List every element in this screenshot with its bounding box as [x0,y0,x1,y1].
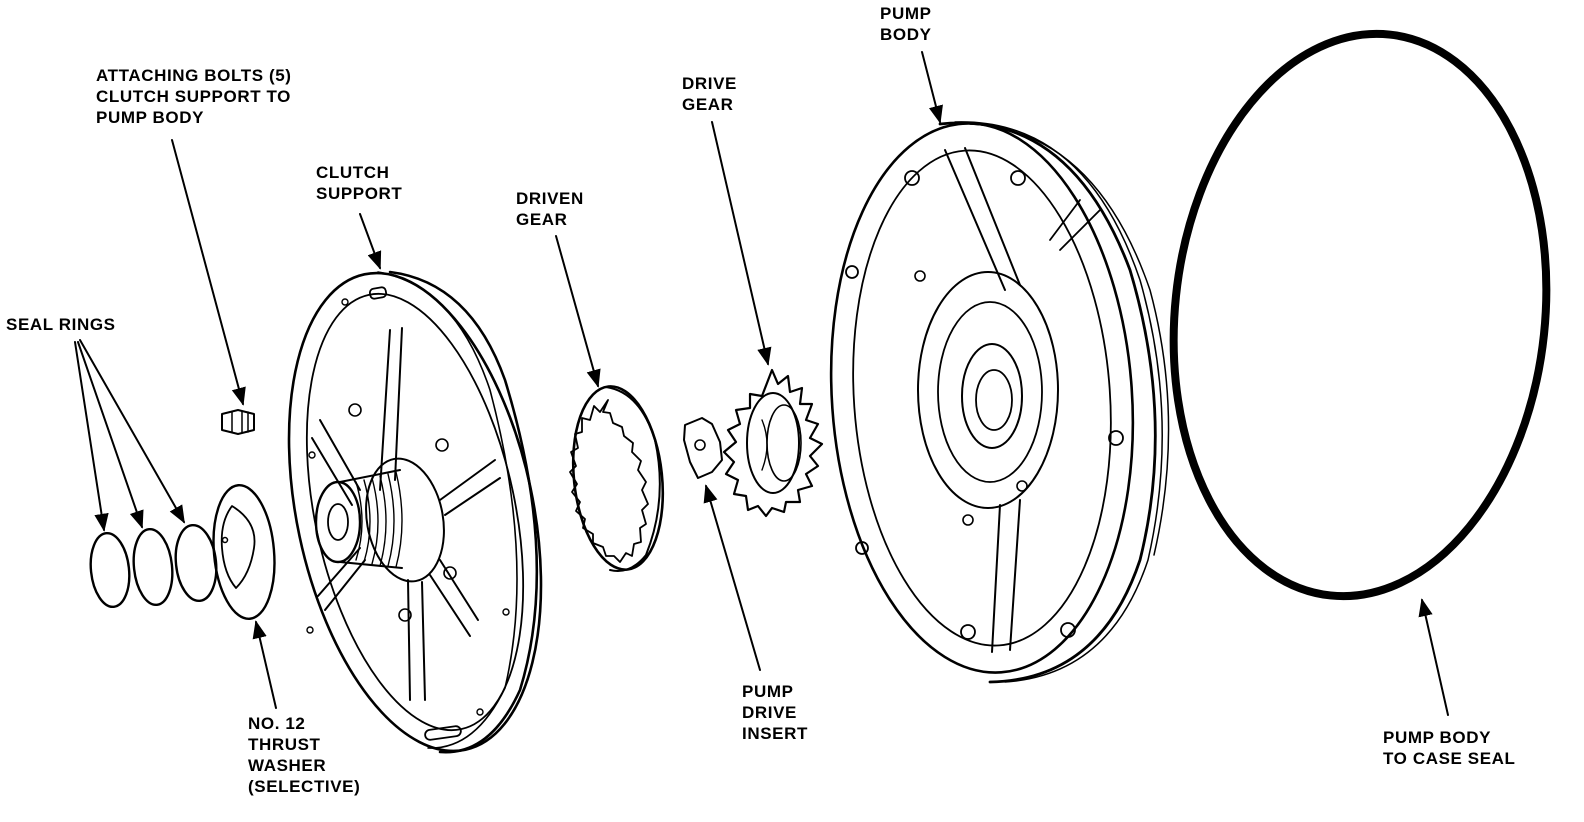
arrow-seal-ring-3 [80,340,184,524]
arrow-attaching-bolts [172,140,246,406]
clutch-support [249,250,581,774]
arrow-driven-gear [556,236,601,388]
pump-body-to-case-seal [1147,15,1574,615]
arrow-pump-body [922,52,943,124]
arrow-clutch-support [360,214,382,270]
label-driven-gear: DRIVEN GEAR [516,189,584,229]
driven-gear [565,382,672,574]
label-pump-body-to-case-seal: PUMP BODY TO CASE SEAL [1383,728,1516,768]
pump-drive-insert [684,418,722,478]
seal-rings [87,523,220,609]
thrust-washer [208,483,279,622]
arrow-drive-gear [712,122,772,366]
drive-gear [724,370,822,516]
label-pump-drive-insert: PUMP DRIVE INSERT [742,682,808,743]
arrow-seal-ring-2 [78,342,144,529]
label-thrust-washer: NO. 12 THRUST WASHER (SELECTIVE) [248,714,361,796]
arrow-seal-ring-1 [75,342,109,532]
label-drive-gear: DRIVE GEAR [682,74,737,114]
arrow-pump-drive-insert [703,484,760,670]
label-attaching-bolts: ATTACHING BOLTS (5) CLUTCH SUPPORT TO PU… [96,66,292,127]
label-clutch-support: CLUTCH SUPPORT [316,163,403,203]
pump-body [813,113,1168,683]
arrow-case-seal [1418,598,1448,715]
label-pump-body: PUMP BODY [880,4,932,44]
label-seal-rings: SEAL RINGS [6,315,116,334]
attaching-bolt [222,410,254,434]
arrow-thrust-washer [252,620,276,708]
